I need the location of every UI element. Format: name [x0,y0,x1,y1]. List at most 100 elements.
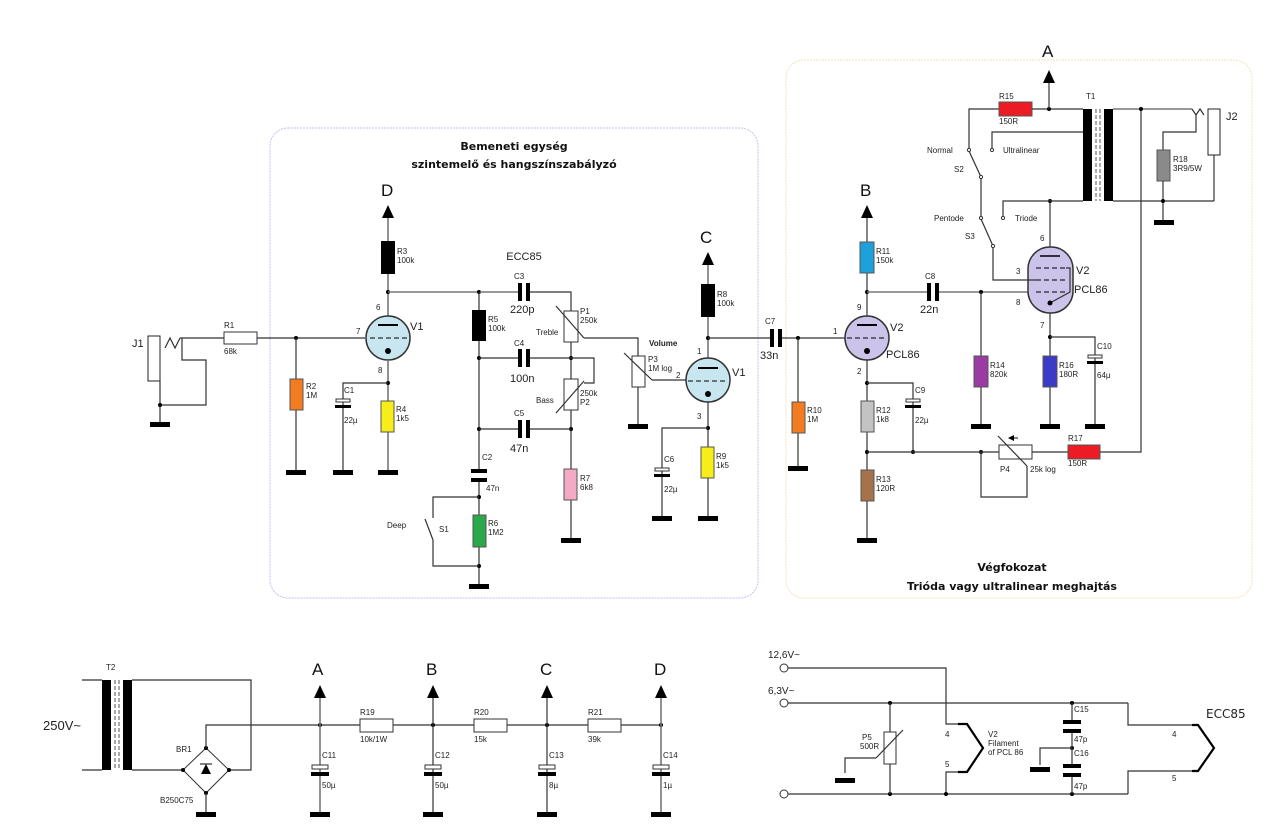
v2-filament-pin-5: 5 [945,760,950,769]
v2b-type: PCL86 [1074,284,1108,296]
r18 [1156,149,1171,182]
r7-value: 6k8 [580,483,593,492]
c9-value: 22µ [915,416,929,425]
r12-ref: R12 [876,406,891,415]
r10 [791,401,806,434]
c7-ref: C7 [765,317,776,326]
s3-triode-label: Triode [1015,214,1038,223]
br1-type: B250C75 [160,796,194,805]
v2b-pin-7: 7 [1040,321,1045,330]
r2-ref: R2 [306,382,317,391]
p5-ref: P5 [862,733,872,742]
r4-ref: R4 [396,405,407,414]
rail-a-arrow-icon [314,685,326,698]
ecc85-filament-pin-4: 4 [1172,730,1177,739]
rail-d-label: D [381,181,393,200]
p4-feedback-pot[interactable] [998,444,1033,460]
t1-primary [1083,109,1092,201]
r11-value: 150k [876,256,894,265]
r8 [701,284,715,317]
c14-ref: C14 [663,751,678,760]
v1b-pin-2: 2 [676,371,681,380]
c5-ref: C5 [514,409,525,418]
t1-label: T1 [1086,92,1096,101]
ground-icon [1154,220,1174,225]
r8-ref: R8 [717,290,728,299]
p3-function: Volume [649,339,678,348]
rail-b-arrow-icon [861,205,873,218]
c1-value: 22µ [344,416,358,425]
c2-ref: C2 [482,453,493,462]
t2-primary [102,680,111,770]
rail-b-arrow-icon [427,685,439,698]
s2-mode-switch[interactable] [968,150,982,178]
p1-value: 250k [580,316,598,325]
r1-value: 68k [224,347,238,356]
r11-ref: R11 [876,247,891,256]
c13-ref: C13 [549,751,564,760]
s3-mode-switch[interactable] [980,218,994,247]
p1-treble-pot[interactable] [563,310,579,343]
v1b-pin-1: 1 [697,347,702,356]
rail-c-label: C [700,228,712,247]
c10-ref: C10 [1097,342,1112,351]
j2-jack[interactable] [1207,108,1221,156]
p3-value: 1M log [648,364,672,373]
r1 [223,331,258,345]
rail-c-arrow-icon [702,252,714,265]
r5-value: 100k [488,324,506,333]
r15-ref: R15 [999,92,1014,101]
r18-value: 3R9/5W [1173,164,1202,173]
j1-label: J1 [132,338,144,350]
r19-ref: R19 [360,708,375,717]
s2-normal-label: Normal [927,146,953,155]
r10-ref: R10 [807,406,822,415]
c16-value: 47p [1074,782,1088,791]
r20 [473,718,508,733]
c6-value: 22µ [664,485,678,494]
p3-ref: P3 [648,355,658,364]
r6-ref: R6 [488,519,499,528]
p1-ref: P1 [580,307,590,316]
p4-ref: P4 [1000,465,1010,474]
r3 [381,241,395,274]
psu-rail-d-label: D [654,660,666,679]
filament-label-3: of PCL 86 [988,748,1024,757]
r12-value: 1k8 [876,415,889,424]
v1a-pin-7: 7 [356,327,361,336]
v2b-label: V2 [1076,265,1089,277]
c15-ref: C15 [1074,705,1089,714]
c3-ref: C3 [514,272,525,281]
heater-12v6-label: 12,6V~ [768,650,800,661]
ecc85-filament [1192,723,1216,773]
p2-ref: P2 [580,398,590,407]
heater-12v6-terminal [779,663,789,673]
r5 [472,310,486,341]
p2-bass-pot[interactable] [563,378,579,411]
r11 [859,241,875,274]
r17-ref: R17 [1068,434,1083,443]
rail-d-arrow-icon [655,685,667,698]
filament-label-1: V2 [988,730,998,739]
v1a-pin-8: 8 [378,366,383,375]
ground-icon [835,778,855,783]
r14 [973,355,989,388]
output-stage-panel [785,59,1253,599]
ground-icon [378,470,398,475]
c7-value: 33n [760,350,778,362]
ground-icon [196,812,216,817]
r21-ref: R21 [588,708,603,717]
c5-value: 47n [510,443,528,455]
p2-value: 250k [580,389,598,398]
s1-deep-switch[interactable] [424,518,434,541]
ground-icon [310,812,330,817]
t2-label: T2 [106,663,116,672]
br1-ref: BR1 [176,745,192,754]
ground-icon [651,812,671,817]
r10-value: 1M [807,415,818,424]
v2-filament [958,722,985,774]
input-stage-panel [269,127,759,599]
r16 [1042,355,1058,388]
j1-jack[interactable] [147,335,161,382]
